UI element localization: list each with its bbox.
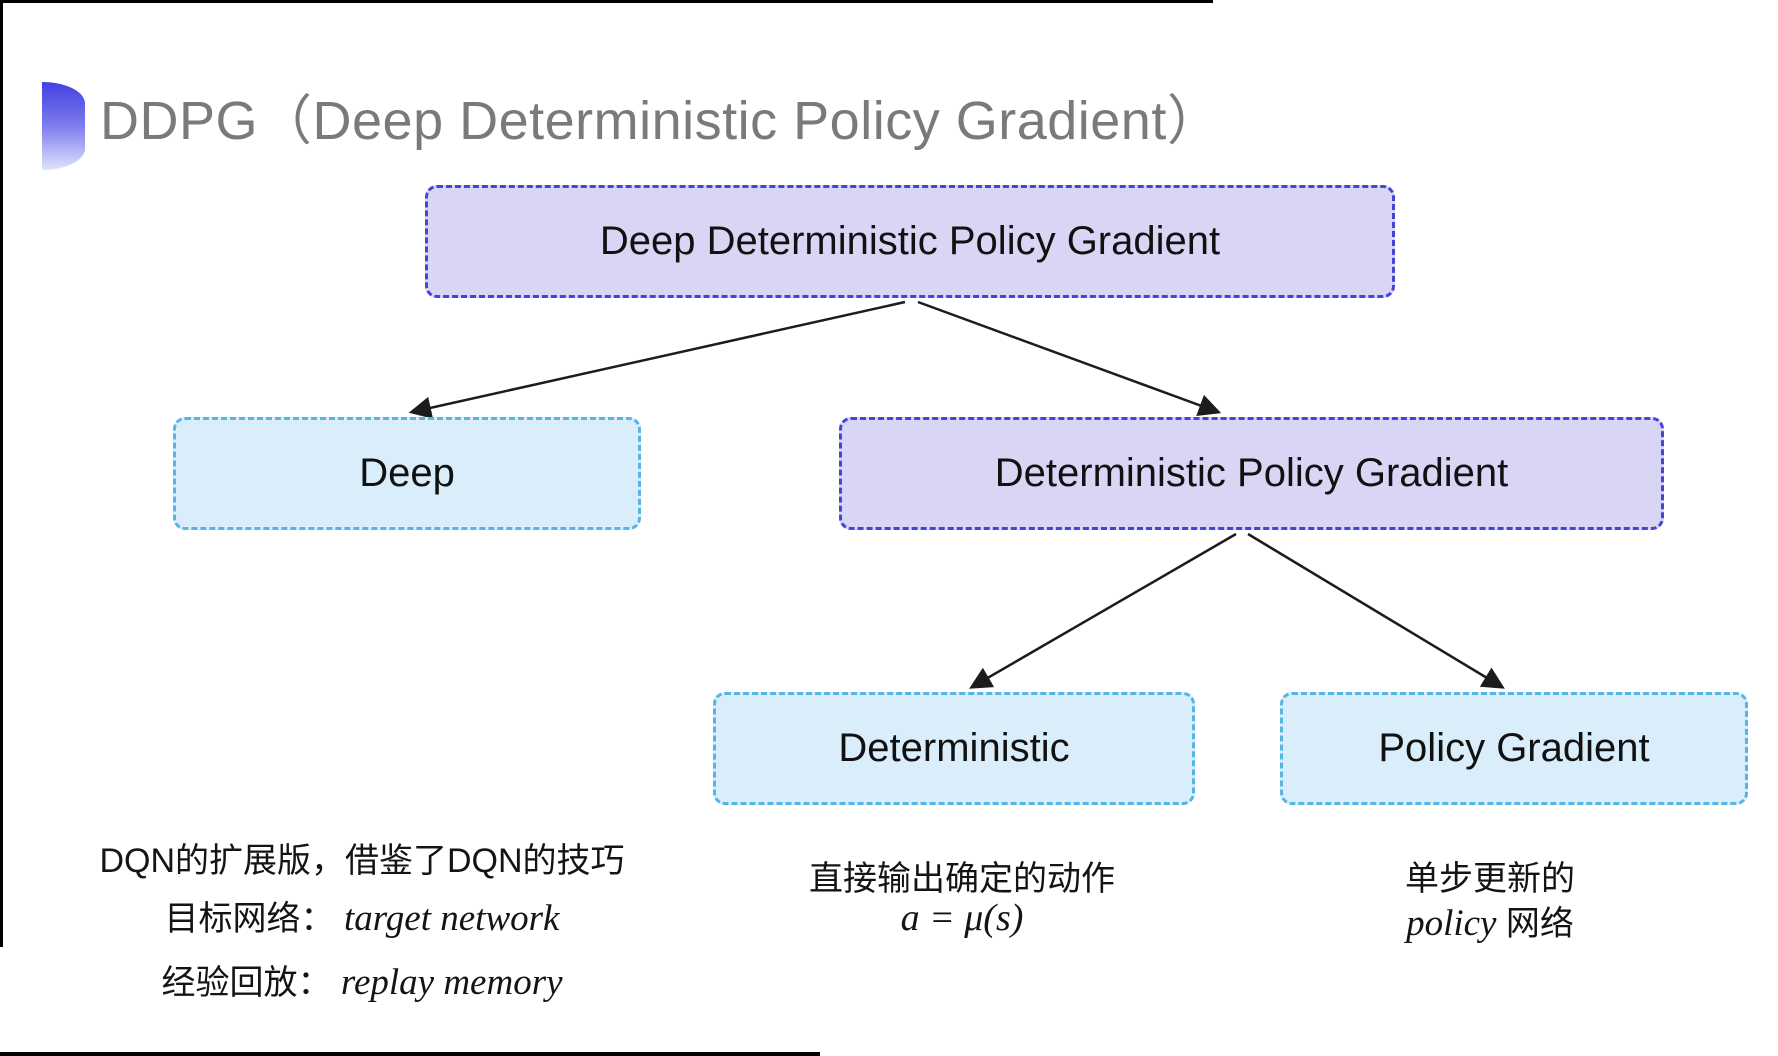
arrow-root-to-deep xyxy=(408,300,906,419)
node-label: Deep Deterministic Policy Gradient xyxy=(599,219,1221,263)
note-deep-replay-memory: 经验回放： replay memory xyxy=(161,955,562,1004)
arrow-dpg-to-deterministic xyxy=(969,532,1237,689)
note-policy-network: policy 网络 xyxy=(1406,896,1574,945)
arrow-dpg-to-policy-gradient xyxy=(1247,532,1505,689)
node-policy-gradient: Policy Gradient xyxy=(1280,692,1748,805)
frame-line-bottom xyxy=(0,1052,820,1056)
node-deterministic-policy-gradient: Deterministic Policy Gradient xyxy=(839,417,1664,530)
node-deep: Deep xyxy=(173,417,641,530)
frame-line-left xyxy=(0,0,3,947)
note-deep-target-network: 目标网络： target network xyxy=(165,891,560,940)
note-policy-gradient-summary: 单步更新的 xyxy=(1405,860,1575,898)
note-term: target network xyxy=(343,898,560,939)
arrow-root-to-dpg xyxy=(917,300,1222,416)
node-label: Deep xyxy=(359,451,455,495)
half-circle-bullet-icon xyxy=(42,82,85,170)
note-label: 网络 xyxy=(1505,905,1574,943)
formula-a-mu-s: a = μ(s) xyxy=(900,897,1024,939)
page-title: DDPG（Deep Deterministic Policy Gradient） xyxy=(100,91,1222,151)
node-label: Policy Gradient xyxy=(1378,726,1650,770)
note-label: 经验回放： xyxy=(161,964,332,1002)
node-label: Deterministic xyxy=(838,726,1070,770)
note-term: replay memory xyxy=(340,962,563,1003)
note-label: 目标网络： xyxy=(164,900,335,938)
note-deterministic-formula: a = μ(s) xyxy=(901,896,1024,940)
node-label: Deterministic Policy Gradient xyxy=(994,451,1509,495)
node-deep-deterministic-policy-gradient: Deep Deterministic Policy Gradient xyxy=(425,185,1395,298)
note-deterministic-summary: 直接输出确定的动作 xyxy=(809,860,1115,898)
node-deterministic: Deterministic xyxy=(713,692,1195,805)
frame-line-top xyxy=(0,0,1213,3)
note-deep-summary: DQN的扩展版，借鉴了DQN的技巧 xyxy=(99,842,625,880)
note-term: policy xyxy=(1406,903,1497,944)
